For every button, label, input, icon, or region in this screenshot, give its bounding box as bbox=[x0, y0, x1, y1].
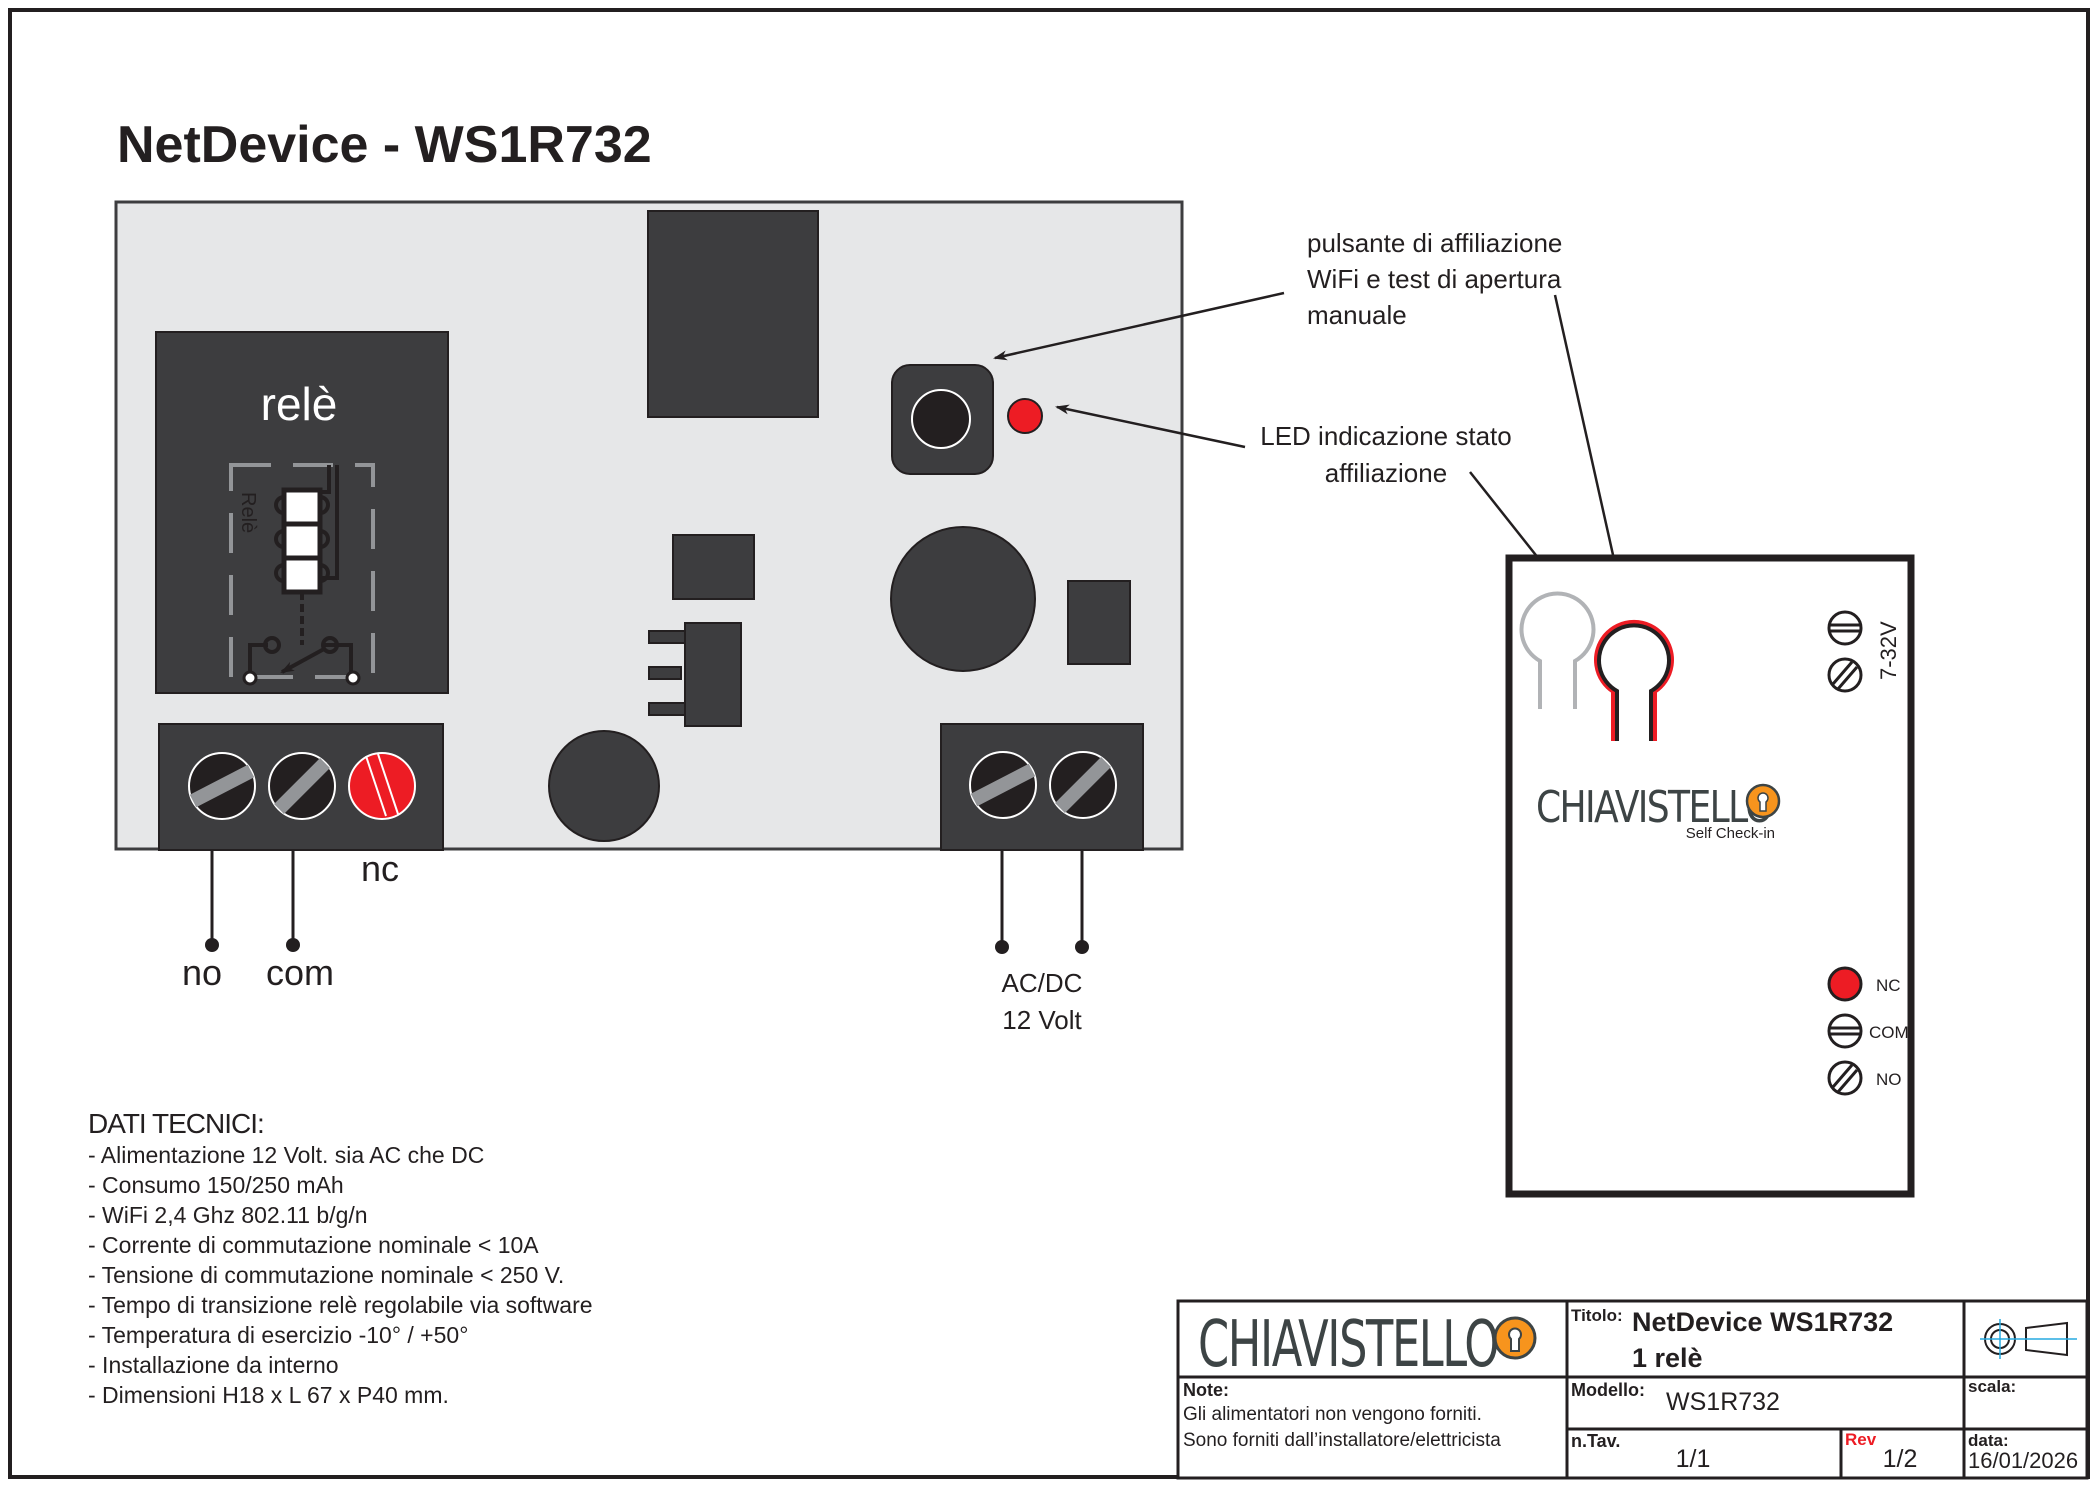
led-arrow bbox=[1055, 404, 1246, 449]
terminal-com-icon bbox=[1827, 1013, 1863, 1049]
ntav-value: 1/1 bbox=[1676, 1445, 1711, 1473]
enclosure-outline bbox=[1505, 554, 1915, 1198]
led-window-icon bbox=[1519, 591, 1596, 709]
main-chip bbox=[647, 210, 819, 418]
note-line2: Sono forniti dall’installatore/elettrici… bbox=[1183, 1430, 1501, 1451]
enclosure-terminal-nc: NC bbox=[1876, 976, 1901, 995]
data-value: 16/01/2026 bbox=[1968, 1448, 2078, 1473]
enclosure: 7-32V CHIAVISTELLO Self Check-in NC COM … bbox=[1505, 554, 1915, 1198]
enclosure-brand: CHIAVISTELLO bbox=[1536, 782, 1772, 833]
note-line1: Gli alimentatori non vengono forniti. bbox=[1183, 1404, 1482, 1425]
modello-label: Modello: bbox=[1571, 1380, 1645, 1400]
spec-item: - Alimentazione 12 Volt. sia AC che DC bbox=[88, 1142, 484, 1168]
status-led bbox=[1007, 398, 1043, 434]
keyhole-logo-icon bbox=[1745, 783, 1781, 819]
relay-label: relè bbox=[261, 378, 338, 430]
spec-item: - Consumo 150/250 mAh bbox=[88, 1172, 344, 1198]
led-callout-line2: affiliazione bbox=[1325, 458, 1447, 488]
button-arrow bbox=[993, 291, 1285, 361]
modello-value: WS1R732 bbox=[1666, 1388, 1780, 1416]
title-block: CHIAVISTELLO Note: Gli alimentatori non … bbox=[1176, 1299, 2089, 1480]
button-callout-line2: WiFi e test di apertura bbox=[1307, 264, 1562, 294]
relay-symbol: Relè bbox=[229, 463, 375, 686]
spec-item: - Tempo di transizione relè regolabile v… bbox=[88, 1292, 593, 1318]
led-callout-line1: LED indicazione stato bbox=[1260, 421, 1511, 451]
screw-power-2 bbox=[1049, 751, 1117, 819]
title-block-brand: CHIAVISTELLO bbox=[1198, 1308, 1498, 1382]
spec-item: - Corrente di commutazione nominale < 10… bbox=[88, 1232, 539, 1258]
enclosure-terminal-com: COM bbox=[1869, 1023, 1909, 1042]
power-label-line1: AC/DC bbox=[1002, 968, 1083, 998]
screw-power-1 bbox=[969, 751, 1037, 819]
screw-com bbox=[268, 752, 336, 820]
screw-nc bbox=[348, 752, 416, 820]
page-title: NetDevice - WS1R732 bbox=[117, 116, 652, 174]
terminal-no-icon bbox=[1827, 1060, 1863, 1096]
terminal-label-no: no bbox=[182, 952, 222, 993]
titolo-label: Titolo: bbox=[1571, 1306, 1623, 1325]
spec-item: - WiFi 2,4 Ghz 802.11 b/g/n bbox=[88, 1202, 368, 1228]
titolo-line1: NetDevice WS1R732 bbox=[1632, 1307, 1893, 1337]
power-label-line2: 12 Volt bbox=[1002, 1005, 1082, 1035]
ntav-label: n.Tav. bbox=[1571, 1431, 1620, 1451]
specs-heading: DATI TECNICI: bbox=[88, 1108, 264, 1139]
small-component bbox=[1067, 580, 1131, 665]
pcb-board: relè Relè bbox=[114, 200, 1184, 851]
button-callout-line1: pulsante di affiliazione bbox=[1307, 228, 1562, 258]
button-callout-line3: manuale bbox=[1307, 300, 1407, 330]
terminal-label-nc: nc bbox=[361, 848, 399, 889]
enclosure-terminal-no: NO bbox=[1876, 1070, 1902, 1089]
spec-item: - Dimensioni H18 x L 67 x P40 mm. bbox=[88, 1382, 449, 1408]
enclosure-power-label: 7-32V bbox=[1876, 621, 1901, 680]
enclosure-tagline: Self Check-in bbox=[1686, 825, 1775, 842]
spec-item: - Tensione di commutazione nominale < 25… bbox=[88, 1262, 564, 1288]
buzzer bbox=[548, 730, 660, 842]
voltage-regulator bbox=[648, 622, 742, 727]
button-cap bbox=[911, 389, 971, 449]
data-label: data: bbox=[1968, 1431, 2009, 1450]
power-screw-2-icon bbox=[1827, 657, 1863, 693]
power-wires bbox=[995, 850, 1089, 954]
screw-no bbox=[188, 752, 256, 820]
power-screw-1-icon bbox=[1827, 610, 1863, 646]
projection-symbol-icon bbox=[1980, 1319, 2077, 1359]
spec-item: - Installazione da interno bbox=[88, 1352, 339, 1378]
relay-wires bbox=[205, 850, 300, 952]
titolo-line2: 1 relè bbox=[1632, 1343, 1703, 1373]
note-label: Note: bbox=[1183, 1380, 1229, 1400]
rev-value: 1/2 bbox=[1883, 1445, 1918, 1473]
relay-symbol-label: Relè bbox=[237, 492, 259, 533]
scala-label: scala: bbox=[1968, 1377, 2016, 1396]
rev-label: Rev bbox=[1845, 1430, 1877, 1449]
large-capacitor bbox=[890, 526, 1036, 672]
terminal-label-com: com bbox=[266, 952, 334, 993]
small-chip bbox=[672, 534, 755, 600]
spec-item: - Temperatura di esercizio -10° / +50° bbox=[88, 1322, 468, 1348]
title-block-keyhole-icon bbox=[1493, 1316, 1537, 1360]
technical-specs: DATI TECNICI: - Alimentazione 12 Volt. s… bbox=[88, 1108, 593, 1408]
drawing-frame bbox=[8, 8, 2090, 1479]
terminal-nc-icon bbox=[1827, 966, 1863, 1002]
affiliation-button bbox=[891, 364, 994, 475]
